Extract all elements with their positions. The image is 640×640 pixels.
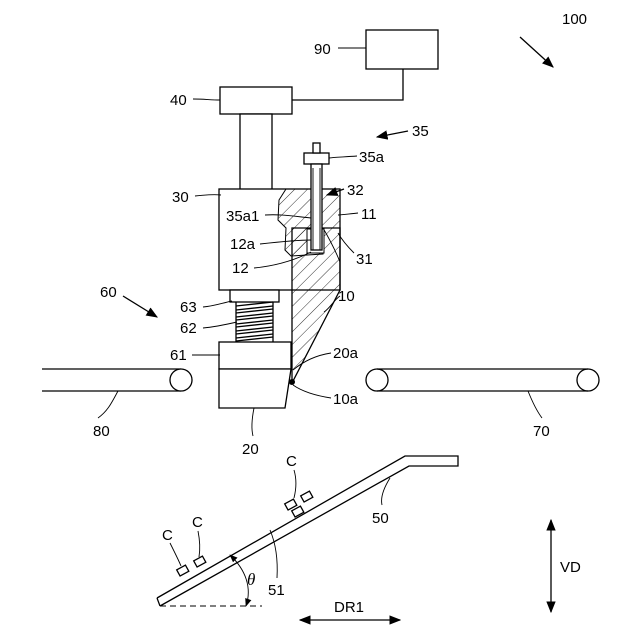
- label-anvil: 20: [242, 441, 259, 458]
- label-controller: 90: [314, 41, 331, 58]
- controller-wire: [292, 69, 403, 100]
- label-horizontal-dir: DR1: [334, 599, 364, 616]
- label-chute-surface: 51: [268, 582, 285, 599]
- angle-arc: [230, 555, 248, 606]
- label-recess: 32: [347, 182, 364, 199]
- spring-top-plate: [230, 290, 279, 302]
- bolt-head: [304, 153, 329, 164]
- label-chip-left-2: C: [192, 514, 203, 531]
- fastener-arrow: [377, 131, 408, 137]
- label-spring-top: 63: [180, 299, 197, 316]
- label-left-conveyor: 80: [93, 423, 110, 440]
- label-blade-side: 20a: [333, 345, 359, 362]
- spring-coil: [236, 302, 273, 342]
- cutting-point: [289, 379, 295, 385]
- left-conveyor-80: [42, 369, 192, 391]
- text-labels: 100 90 40 30 35 35a 35a1 32 11 12a 12 31…: [93, 11, 587, 616]
- label-actuator: 40: [170, 92, 187, 109]
- label-fastener-group: 35: [412, 123, 429, 140]
- anvil-block: [219, 369, 291, 408]
- label-spring-group: 60: [100, 284, 117, 301]
- controller-box: [366, 30, 438, 69]
- actuator-box: [220, 87, 292, 114]
- label-blade-top: 11: [361, 206, 377, 223]
- label-blade-edge: 10a: [333, 391, 359, 408]
- actuator-rod: [240, 114, 272, 190]
- bolt-cap: [313, 143, 320, 153]
- label-vertical-dir: VD: [560, 559, 581, 576]
- label-bolt: 35a: [359, 149, 385, 166]
- system-arrow: [520, 37, 553, 67]
- spring-unit-arrow: [123, 296, 157, 317]
- right-conveyor-70: [366, 369, 599, 391]
- label-angle: θ: [247, 570, 255, 589]
- label-spring-seat: 61: [170, 347, 187, 364]
- actuator-40: [220, 87, 292, 190]
- label-blade-hole-a: 12a: [230, 236, 256, 253]
- label-blade: 10: [338, 288, 355, 305]
- label-bolt-part: 35a1: [226, 208, 259, 225]
- label-holder-face: 31: [356, 251, 373, 268]
- label-spring: 62: [180, 320, 197, 337]
- label-right-conveyor: 70: [533, 423, 550, 440]
- label-chute: 50: [372, 510, 389, 527]
- chute-50: [157, 456, 458, 606]
- label-chip-top: C: [286, 453, 297, 470]
- label-blade-hole: 12: [232, 260, 249, 277]
- chute-plate: [157, 456, 458, 606]
- label-holder: 30: [172, 189, 189, 206]
- spring-seat-block: [219, 342, 291, 369]
- chips: [177, 491, 313, 576]
- label-system: 100: [562, 11, 587, 28]
- anvil-20: [219, 369, 295, 408]
- label-chip-left-1: C: [162, 527, 173, 544]
